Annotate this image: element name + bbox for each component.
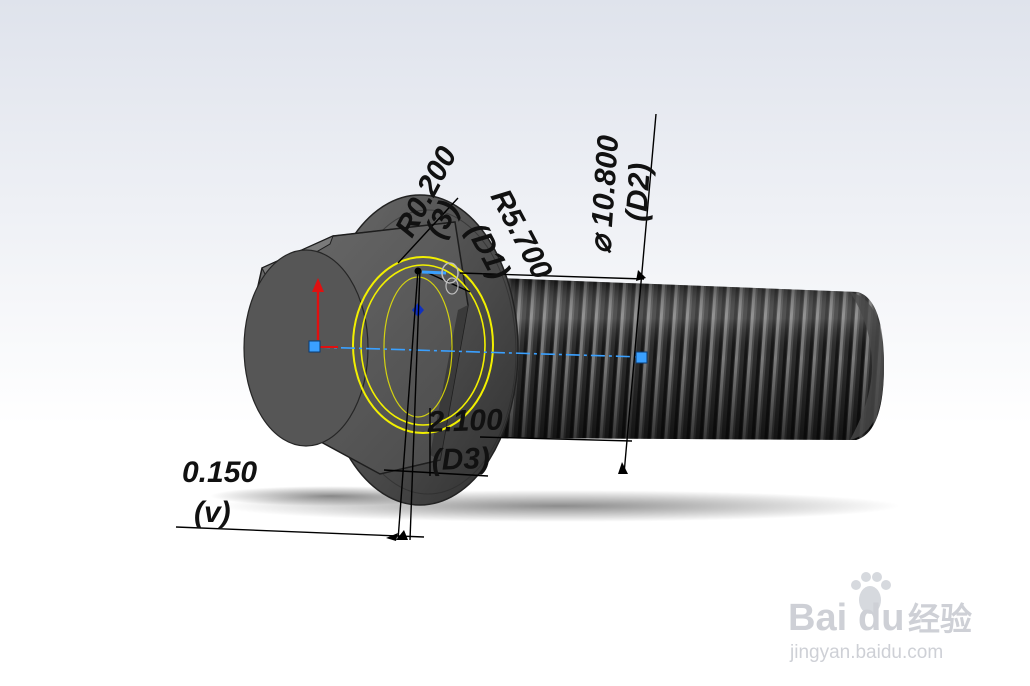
- dim-diameter-value[interactable]: ⌀ 10.800: [584, 134, 625, 254]
- threaded-shank[interactable]: [500, 278, 884, 440]
- hex-head[interactable]: [243, 221, 469, 475]
- dim-offset-value[interactable]: 0.150: [182, 456, 257, 489]
- dim-length-name[interactable]: (D3): [431, 442, 490, 477]
- watermark-brand-right: du: [858, 597, 904, 639]
- center-axis-line[interactable]: [315, 346, 643, 358]
- ground-shadow: [210, 486, 900, 522]
- axis-endpoint-handle[interactable]: [635, 351, 648, 364]
- origin-handle[interactable]: [308, 340, 321, 353]
- watermark-brand-left: Bai: [788, 597, 847, 639]
- baidu-watermark: Bai du 经验 jingyan.baidu.com: [788, 572, 972, 663]
- dimension-arrows: [386, 270, 646, 541]
- dim-offset-name[interactable]: (v): [194, 496, 231, 529]
- callout-markers: [414, 262, 459, 295]
- dim-length-value[interactable]: 2.100: [426, 403, 503, 439]
- dim-diameter-name[interactable]: (D2): [620, 162, 657, 223]
- paw-logo-icon: [851, 572, 891, 614]
- watermark-url: jingyan.baidu.com: [789, 642, 943, 663]
- dimension-lines: [175, 113, 657, 541]
- origin-triad: [312, 278, 338, 348]
- watermark-brand-cn: 经验: [908, 601, 972, 637]
